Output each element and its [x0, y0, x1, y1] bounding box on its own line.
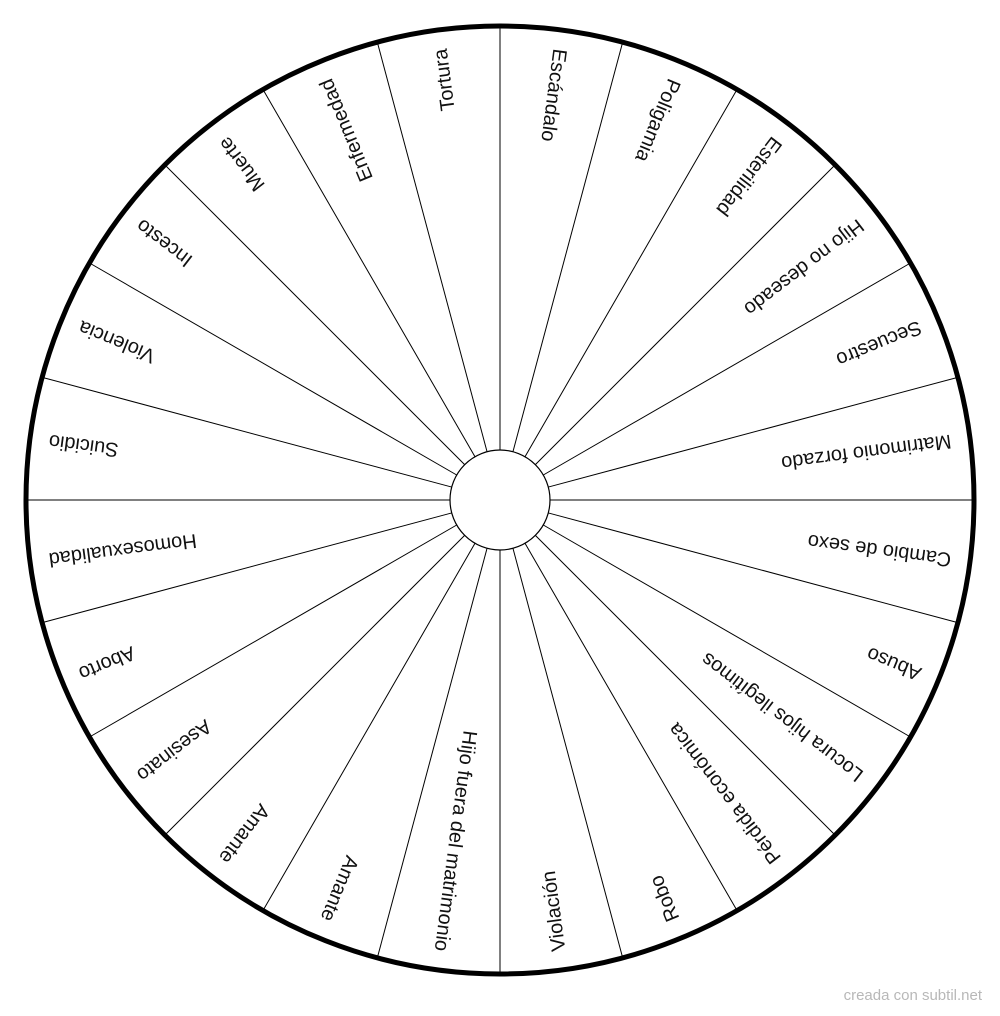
wheel-spoke: [548, 377, 957, 488]
wheel-spoke: [512, 43, 623, 452]
wheel-spoke: [548, 512, 957, 623]
wheel-spoke: [43, 377, 452, 488]
wheel-spoke: [524, 90, 737, 457]
wheel-spoke: [43, 512, 452, 623]
wheel-spoke: [377, 548, 488, 957]
wheel-spoke: [263, 543, 476, 910]
wheel-spoke: [524, 543, 737, 910]
wheel-spokes: [28, 28, 972, 972]
wheel-spoke: [535, 165, 835, 465]
wheel-spoke: [263, 90, 476, 457]
wheel-spoke: [543, 263, 910, 476]
credit-text: creada con subtil.net: [843, 987, 982, 1004]
wheel-spoke: [90, 263, 457, 476]
wheel-hub: [449, 449, 551, 551]
wheel-spoke: [90, 524, 457, 737]
wheel-spoke: [543, 524, 910, 737]
wheel-spoke: [377, 43, 488, 452]
wheel-spoke: [512, 548, 623, 957]
wheel-spoke: [165, 535, 465, 835]
wheel-spoke: [535, 535, 835, 835]
wheel-spoke: [165, 165, 465, 465]
